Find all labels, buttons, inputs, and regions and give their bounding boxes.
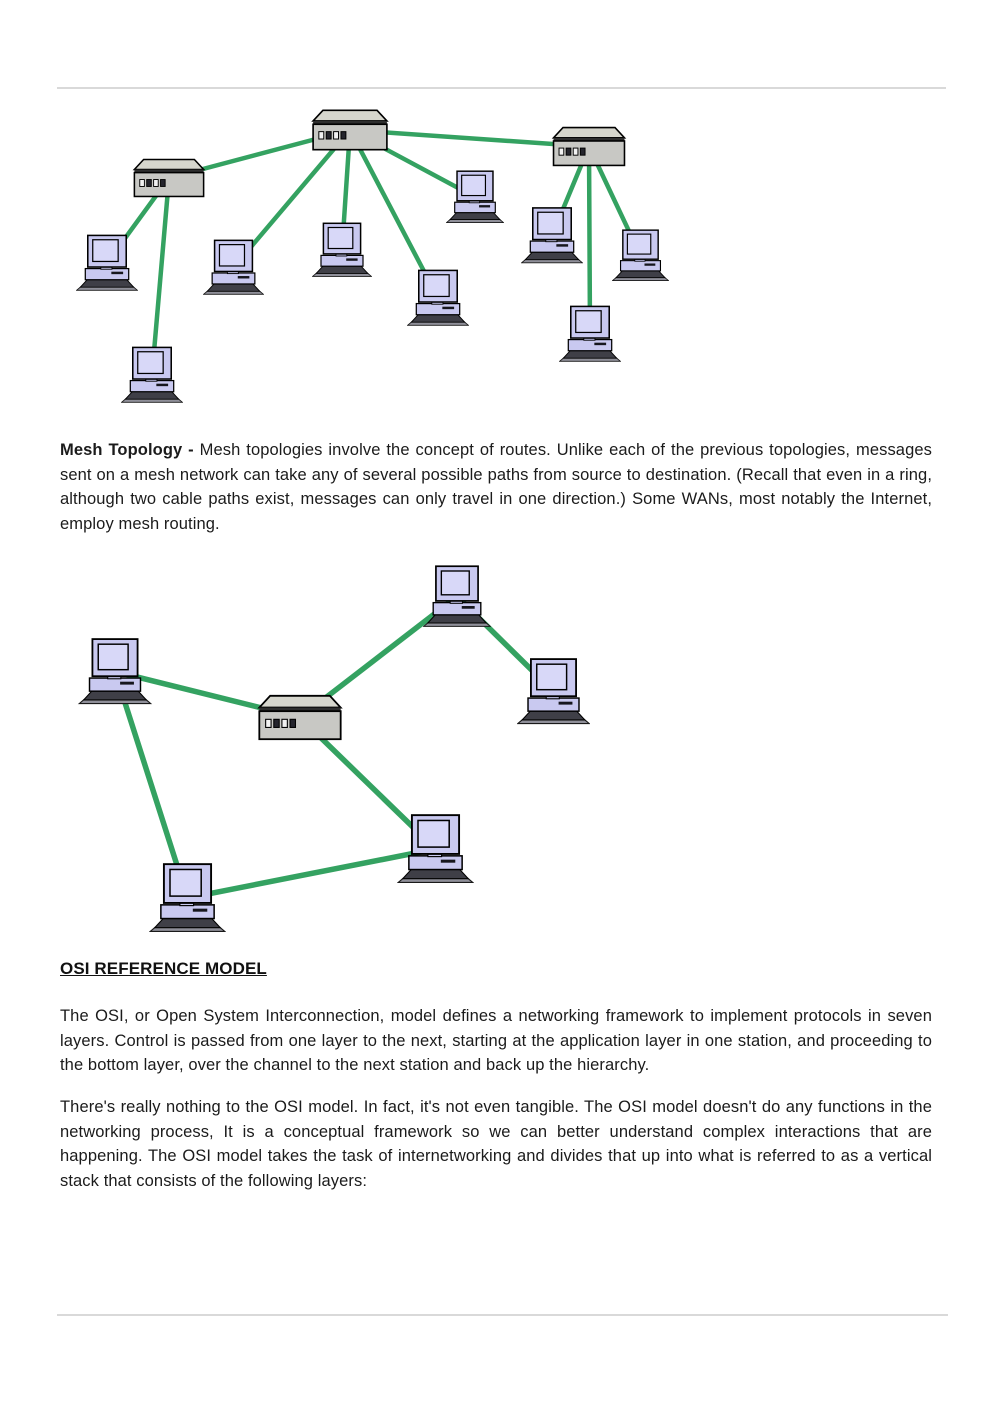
tree-pc-2-computer-icon (121, 346, 183, 404)
tree-pc-7-computer-icon (521, 207, 583, 264)
tree-pc-8-computer-icon (612, 229, 669, 282)
tree-hub-right-hub-icon (552, 126, 626, 167)
header-rule (57, 87, 946, 89)
cable-tree-hub-center-hub-right (347, 127, 592, 149)
mesh-pc-left-computer-icon (78, 638, 152, 705)
tree-pc-1-computer-icon (76, 234, 138, 292)
mesh-topology-label: Mesh Topology - (60, 441, 200, 459)
cable-tree-hub-right-pc-9 (586, 144, 593, 337)
tree-pc-3-computer-icon (203, 239, 264, 296)
tree-pc-6-computer-icon (446, 170, 504, 224)
osi-paragraph-1: The OSI, or Open System Interconnection,… (60, 1007, 932, 1074)
tree-pc-4-computer-icon (312, 222, 372, 278)
mesh-pc-top-computer-icon (423, 565, 491, 628)
cable-tree-hub-left-pc-2 (149, 175, 172, 378)
mesh-pc-bottom-left-computer-icon (149, 863, 226, 933)
osi-reference-model-heading: OSI REFERENCE MODEL (60, 959, 267, 978)
tree-hub-center-hub-icon (312, 109, 388, 151)
mesh-hub-hub-icon (258, 694, 342, 741)
mesh-topology-paragraph: Mesh Topology - Mesh topologies involve … (60, 438, 932, 536)
cable-mesh-pc-bottom-right-pc-bottom-left (184, 846, 439, 901)
footer-rule (57, 1314, 948, 1316)
mesh-topology-text: Mesh topologies involve the concept of r… (60, 441, 932, 533)
tree-pc-9-computer-icon (559, 305, 621, 363)
tree-hub-left-hub-icon (133, 158, 205, 198)
tree-pc-5-computer-icon (407, 269, 469, 327)
cable-mesh-pc-bottom-left-pc-left (112, 668, 191, 901)
osi-paragraph-2: There's really nothing to the OSI model.… (60, 1098, 932, 1190)
